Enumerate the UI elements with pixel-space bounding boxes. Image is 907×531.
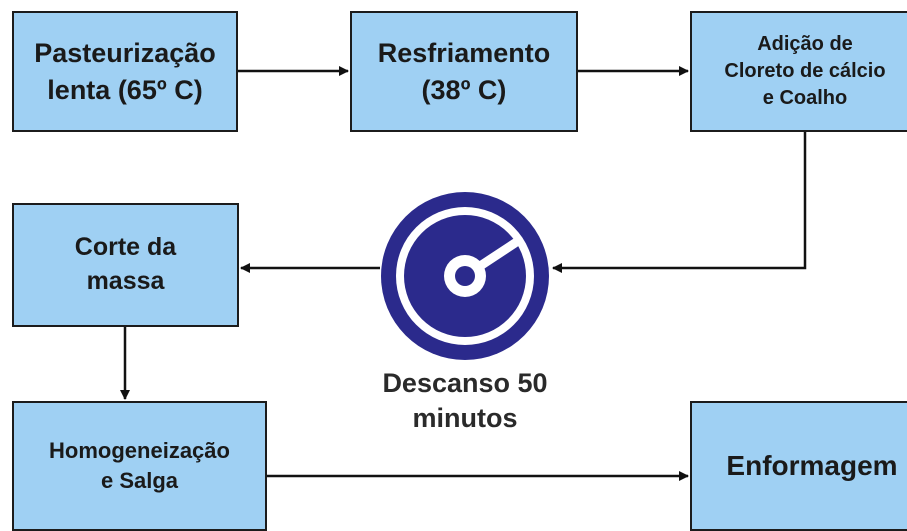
step-homogeneizacao: Homogeneização e Salga — [12, 401, 267, 531]
step-adicao-line1: Adição de — [757, 33, 853, 55]
step-adicao: Adição de Cloreto de cálcio e Coalho — [690, 11, 907, 132]
step-resfriamento: Resfriamento (38º C) — [350, 11, 578, 132]
timer-icon — [381, 192, 549, 360]
step-homogeneizacao-line1: Homogeneização — [49, 438, 230, 464]
arrow-adicao-to-descanso — [552, 132, 807, 273]
step-pasteurizacao-line2: lenta (65º C) — [47, 74, 203, 105]
step-homogeneizacao-line2: e Salga — [100, 468, 179, 493]
step-corte: Corte da massa — [12, 203, 239, 327]
step-pasteurizacao: Pasteurização lenta (65º C) — [12, 11, 238, 132]
rest-label-line1: Descanso 50 — [382, 368, 548, 398]
step-enformagem: Enformagem — [690, 401, 907, 531]
step-corte-line1: Corte da — [74, 233, 177, 262]
step-adicao-line3: e Coalho — [762, 87, 848, 109]
step-adicao-line2: Cloreto de cálcio — [724, 60, 886, 82]
step-corte-line2: massa — [86, 267, 165, 295]
step-enformagem-line1: Enformagem — [726, 450, 898, 482]
step-resfriamento-line2: (38º C) — [421, 74, 507, 105]
rest-label-line2: minutos — [412, 403, 518, 434]
step-resfriamento-line1: Resfriamento — [377, 38, 551, 69]
rest-label: Descanso 50 minutos — [345, 366, 585, 436]
step-pasteurizacao-line1: Pasteurização — [34, 38, 216, 69]
timer-hub-center — [455, 266, 475, 286]
